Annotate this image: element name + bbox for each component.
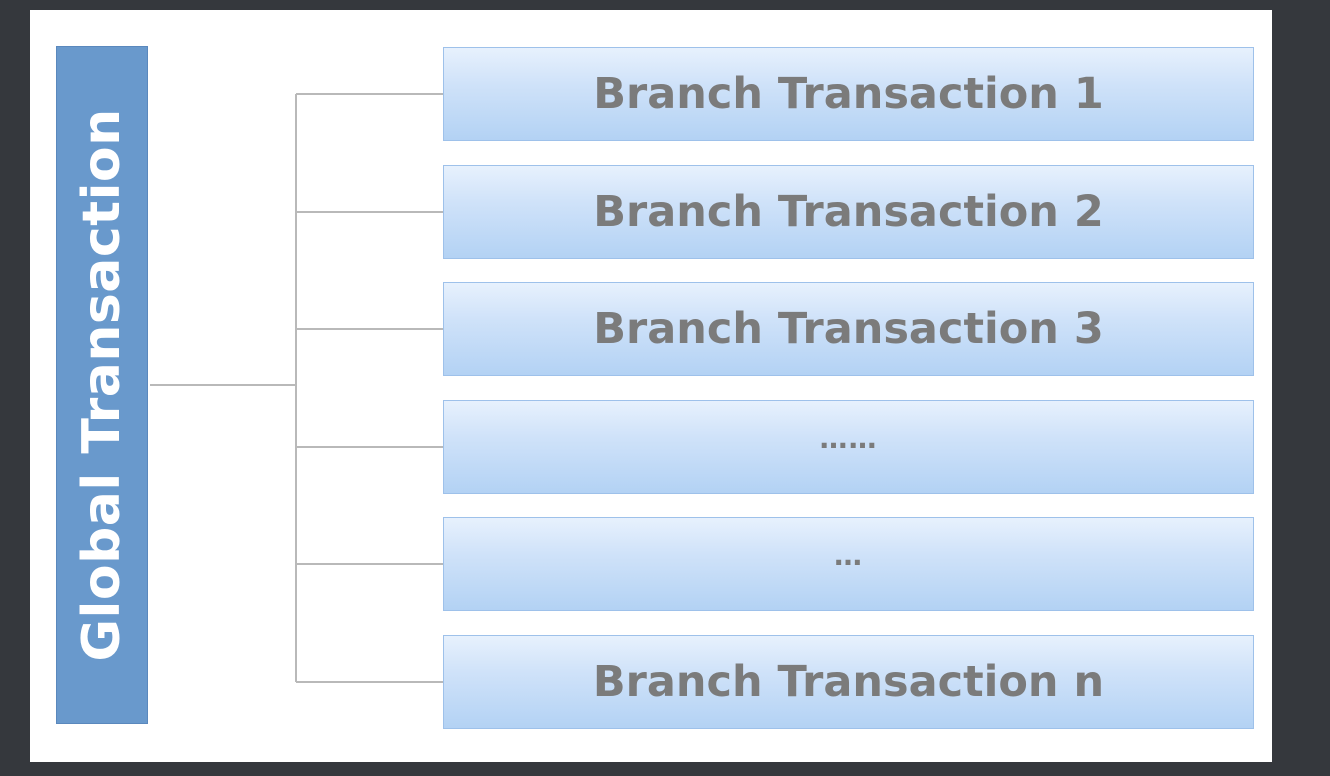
branch-box-2: Branch Transaction 2	[443, 165, 1254, 259]
branch-label-5: …	[834, 539, 863, 572]
branch-label-3: Branch Transaction 3	[593, 303, 1104, 354]
branch-label-1: Branch Transaction 1	[593, 68, 1104, 119]
branch-label-4: ……	[819, 422, 878, 455]
global-transaction-label: Global Transaction	[72, 108, 132, 662]
branch-box-1: Branch Transaction 1	[443, 47, 1254, 141]
branch-box-5: …	[443, 517, 1254, 611]
branch-label-2: Branch Transaction 2	[593, 186, 1104, 237]
global-transaction-bar: Global Transaction	[56, 46, 148, 724]
branch-box-3: Branch Transaction 3	[443, 282, 1254, 376]
diagram-canvas: Global Transaction Branch Transaction 1 …	[30, 10, 1272, 762]
branch-box-4: ……	[443, 400, 1254, 494]
branch-box-6: Branch Transaction n	[443, 635, 1254, 729]
branch-label-6: Branch Transaction n	[592, 656, 1105, 707]
